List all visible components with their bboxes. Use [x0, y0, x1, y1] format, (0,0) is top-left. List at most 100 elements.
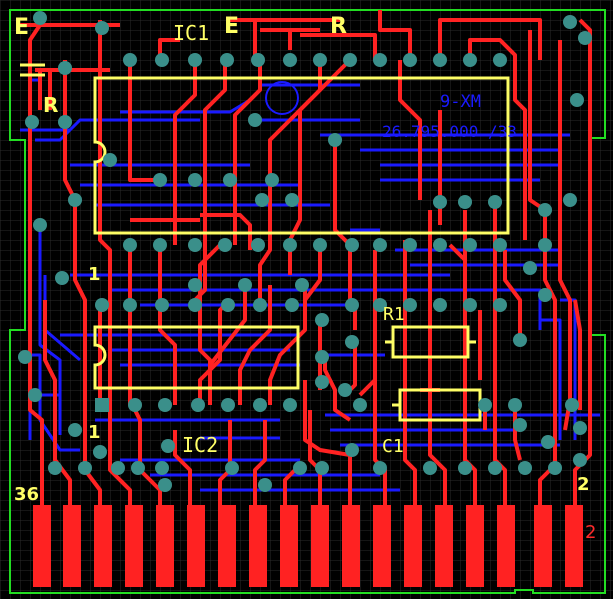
pad	[458, 195, 472, 209]
ic2-pin	[285, 298, 299, 312]
pad	[338, 383, 352, 397]
ic1-pin	[123, 238, 137, 252]
pad	[538, 288, 552, 302]
pad	[373, 298, 387, 312]
pad	[541, 435, 555, 449]
pad	[563, 15, 577, 29]
top-copper-layer	[20, 10, 592, 510]
pad	[25, 115, 39, 129]
pad	[578, 31, 592, 45]
ic1-pin	[153, 238, 167, 252]
ic1-pin	[188, 238, 202, 252]
ic1-pin	[463, 238, 477, 252]
pad	[513, 333, 527, 347]
ic1-pin	[188, 53, 202, 67]
pad	[523, 261, 537, 275]
connector-finger	[156, 505, 174, 587]
ic1-pin	[155, 53, 169, 67]
pad	[68, 423, 82, 437]
pad	[488, 461, 502, 475]
connector-finger	[342, 505, 360, 587]
pad	[78, 461, 92, 475]
pad	[255, 193, 269, 207]
ic1-pin	[313, 238, 327, 252]
pad	[513, 418, 527, 432]
ic2-pin	[123, 298, 137, 312]
ic1-pin	[283, 53, 297, 67]
ic2-pin	[158, 398, 172, 412]
ic1-outline	[93, 76, 510, 235]
pad	[345, 298, 359, 312]
pad	[33, 11, 47, 25]
label-e-left: E	[14, 15, 29, 40]
ic1-pin	[251, 238, 265, 252]
ic1-pin	[403, 53, 417, 67]
label-c1: C1	[382, 436, 404, 457]
edge-connector	[33, 505, 583, 587]
label-r1: R1	[383, 304, 405, 325]
ic2-outline	[93, 325, 300, 390]
bottom-text-line2: 26.795.000 /33	[382, 122, 517, 141]
pad	[373, 461, 387, 475]
ic2-pin	[221, 398, 235, 412]
pad	[48, 461, 62, 475]
pad	[345, 335, 359, 349]
connector-finger	[565, 505, 583, 587]
pad	[111, 461, 125, 475]
pad	[95, 21, 109, 35]
pad	[33, 218, 47, 232]
label-2-bottom: 2	[585, 522, 596, 543]
ic2-pin	[188, 298, 202, 312]
label-ic1: IC1	[173, 21, 209, 45]
connector-finger	[373, 505, 391, 587]
pad	[155, 461, 169, 475]
pad	[478, 398, 492, 412]
ic1-pin	[345, 238, 359, 252]
pad	[570, 93, 584, 107]
label-pin1-ic2: 1	[88, 422, 101, 443]
pad	[55, 271, 69, 285]
pad	[238, 278, 252, 292]
pads-layer	[18, 11, 592, 492]
ic1-pin	[433, 238, 447, 252]
pad	[58, 115, 72, 129]
pad	[433, 298, 447, 312]
ic1-pin	[220, 53, 234, 67]
ic2-pin	[253, 298, 267, 312]
pad	[161, 439, 175, 453]
pad	[538, 203, 552, 217]
connector-finger	[466, 505, 484, 587]
pad	[403, 298, 417, 312]
pad	[315, 461, 329, 475]
pad	[563, 193, 577, 207]
label-ic2: IC2	[182, 433, 218, 457]
pad	[423, 461, 437, 475]
pad	[223, 173, 237, 187]
ic1-pin	[493, 53, 507, 67]
connector-finger	[534, 505, 552, 587]
pad	[345, 443, 359, 457]
label-36: 36	[14, 484, 39, 505]
pad	[315, 313, 329, 327]
connector-finger	[311, 505, 329, 587]
pad	[265, 173, 279, 187]
pad	[248, 113, 262, 127]
ic1-pin	[373, 53, 387, 67]
pad	[158, 478, 172, 492]
pad	[285, 193, 299, 207]
connector-finger	[187, 505, 205, 587]
connector-finger	[249, 505, 267, 587]
pad	[433, 195, 447, 209]
ic1-pin	[373, 238, 387, 252]
pad	[18, 350, 32, 364]
pad	[565, 398, 579, 412]
pad	[508, 398, 522, 412]
pad	[353, 398, 367, 412]
connector-finger	[218, 505, 236, 587]
ic1-pin	[403, 238, 417, 252]
ic2-pin	[95, 298, 109, 312]
pad	[28, 388, 42, 402]
pad	[315, 350, 329, 364]
pad	[493, 298, 507, 312]
pad	[188, 173, 202, 187]
